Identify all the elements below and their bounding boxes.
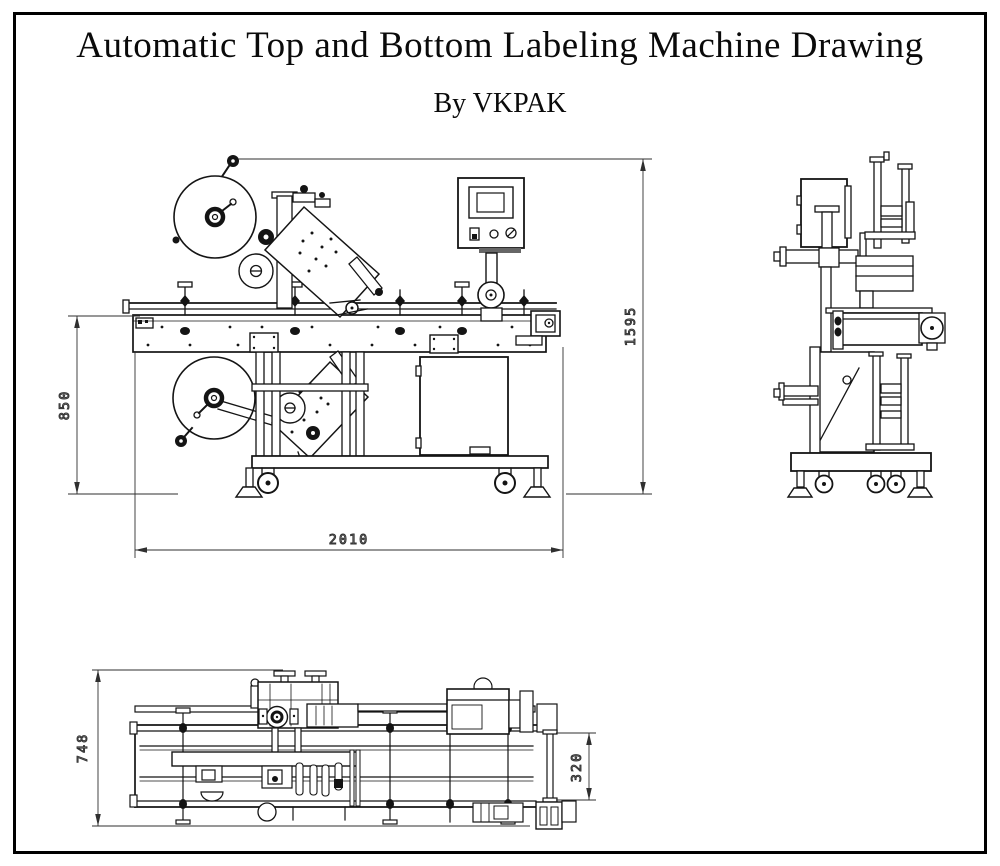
leveling-foot-left	[234, 467, 264, 498]
top-label-reel	[173, 175, 257, 259]
machine-frame-front	[234, 332, 552, 498]
drawing-title: Automatic Top and Bottom Labeling Machin…	[76, 25, 924, 66]
dim-320-label: 320	[569, 752, 585, 782]
caster-left	[257, 467, 279, 494]
hmi-screen	[476, 192, 505, 213]
dim-belt-width: 320	[556, 732, 596, 801]
plan-discharge-end	[472, 690, 577, 830]
plan-view-drawing	[129, 670, 577, 830]
panel-button	[489, 229, 499, 239]
panel-switch	[469, 227, 480, 241]
dim-1595-label: 1595	[623, 306, 639, 347]
dim-2010-label: 2010	[329, 532, 370, 548]
leveling-foot-right	[522, 467, 552, 498]
guide-rail-posts	[177, 281, 529, 335]
caster-right	[494, 467, 516, 494]
applicator-plate	[263, 205, 381, 319]
dim-overall-length: 2010	[134, 347, 564, 558]
top-labeler	[172, 155, 383, 319]
plan-labeler-head	[250, 670, 448, 757]
side-view-drawing	[773, 151, 946, 498]
side-lower-frame	[773, 346, 915, 454]
side-conveyor	[825, 307, 946, 351]
side-top-reel	[864, 151, 916, 249]
electrical-cabinet	[419, 356, 509, 456]
hmi-screen-bezel	[468, 186, 514, 219]
bottom-label-reel	[172, 356, 256, 440]
dim-overall-height: 1595	[238, 158, 652, 495]
plan-drive-housing	[446, 677, 521, 735]
dim-748-label: 748	[75, 733, 91, 763]
plan-motor-bump	[257, 802, 277, 822]
dim-850-label: 850	[57, 390, 73, 420]
front-view-drawing	[122, 155, 561, 498]
base-rail	[251, 455, 549, 469]
drawing-subtitle: By VKPAK	[433, 88, 567, 119]
panel-knob	[505, 227, 517, 239]
control-panel	[457, 177, 525, 322]
conveyor-front	[122, 281, 561, 353]
dim-overall-width: 748	[75, 669, 530, 827]
bottom-labeler	[172, 350, 370, 467]
plan-bottom-labeler	[171, 749, 361, 807]
dimensions: 850 1595 2010	[57, 158, 652, 827]
side-base	[786, 452, 934, 498]
dim-conveyor-height: 850	[57, 315, 178, 495]
